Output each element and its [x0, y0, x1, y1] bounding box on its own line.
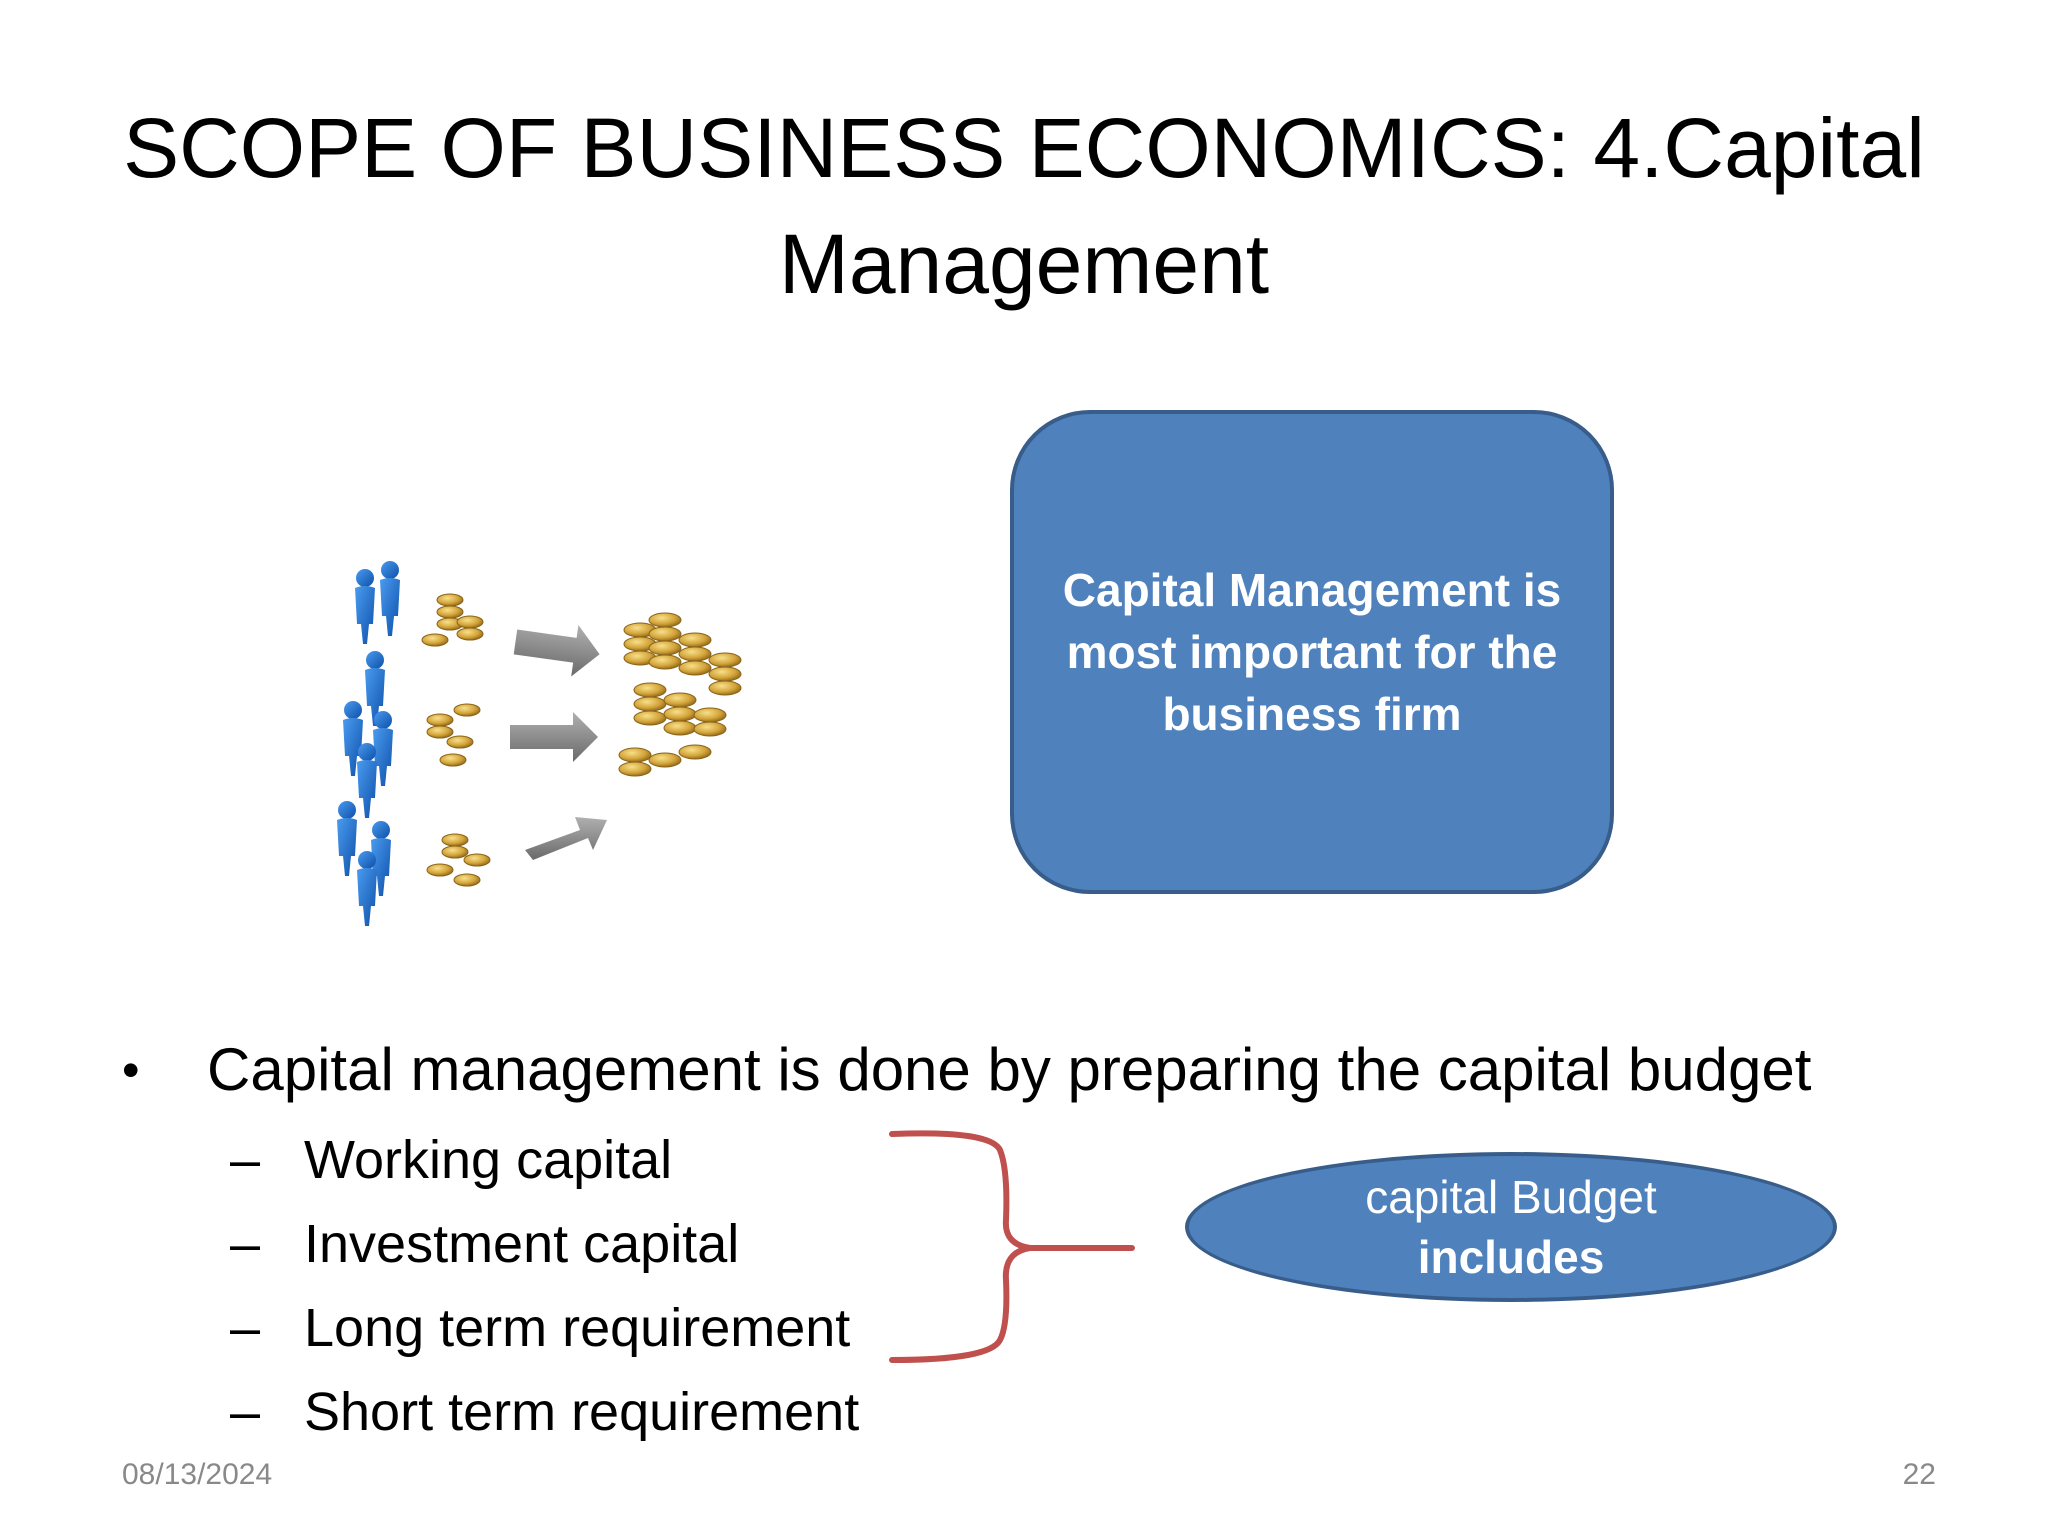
- people-group-middle: [343, 701, 393, 818]
- dash-marker: –: [230, 1214, 261, 1274]
- list-item-label: Working capital: [304, 1130, 673, 1190]
- coin-pile-large: [618, 612, 742, 777]
- people-group-top: [355, 561, 400, 726]
- bullet-marker: •: [122, 1042, 140, 1098]
- people-coins-illustration: [337, 561, 742, 926]
- coin-stacks-small: [421, 593, 491, 887]
- bullet-text: Capital management is done by preparing …: [207, 1036, 1812, 1103]
- dash-marker: –: [230, 1382, 261, 1442]
- ellipse-line2: includes: [1417, 1231, 1605, 1283]
- ellipse-line1: capital Budget: [1365, 1171, 1657, 1223]
- footer-date: 08/13/2024: [122, 1458, 273, 1491]
- curly-brace-icon: [889, 1130, 1135, 1363]
- list-item-label: Investment capital: [304, 1214, 740, 1274]
- callout-text: Capital Management is most important for…: [1062, 564, 1562, 740]
- page-number: 22: [1902, 1458, 1936, 1491]
- capital-budget-ellipse: capital Budget includes: [1185, 1152, 1837, 1302]
- list-item-label: Short term requirement: [304, 1382, 860, 1442]
- list-item-label: Long term requirement: [304, 1298, 851, 1358]
- slide-title: SCOPE OF BUSINESS ECONOMICS: 4.Capital M…: [123, 101, 1925, 311]
- dash-marker: –: [230, 1130, 261, 1190]
- people-group-bottom: [337, 801, 391, 926]
- arrow-icons: [510, 625, 607, 860]
- capital-management-callout: Capital Management is most important for…: [1010, 410, 1614, 894]
- dash-marker: –: [230, 1298, 261, 1358]
